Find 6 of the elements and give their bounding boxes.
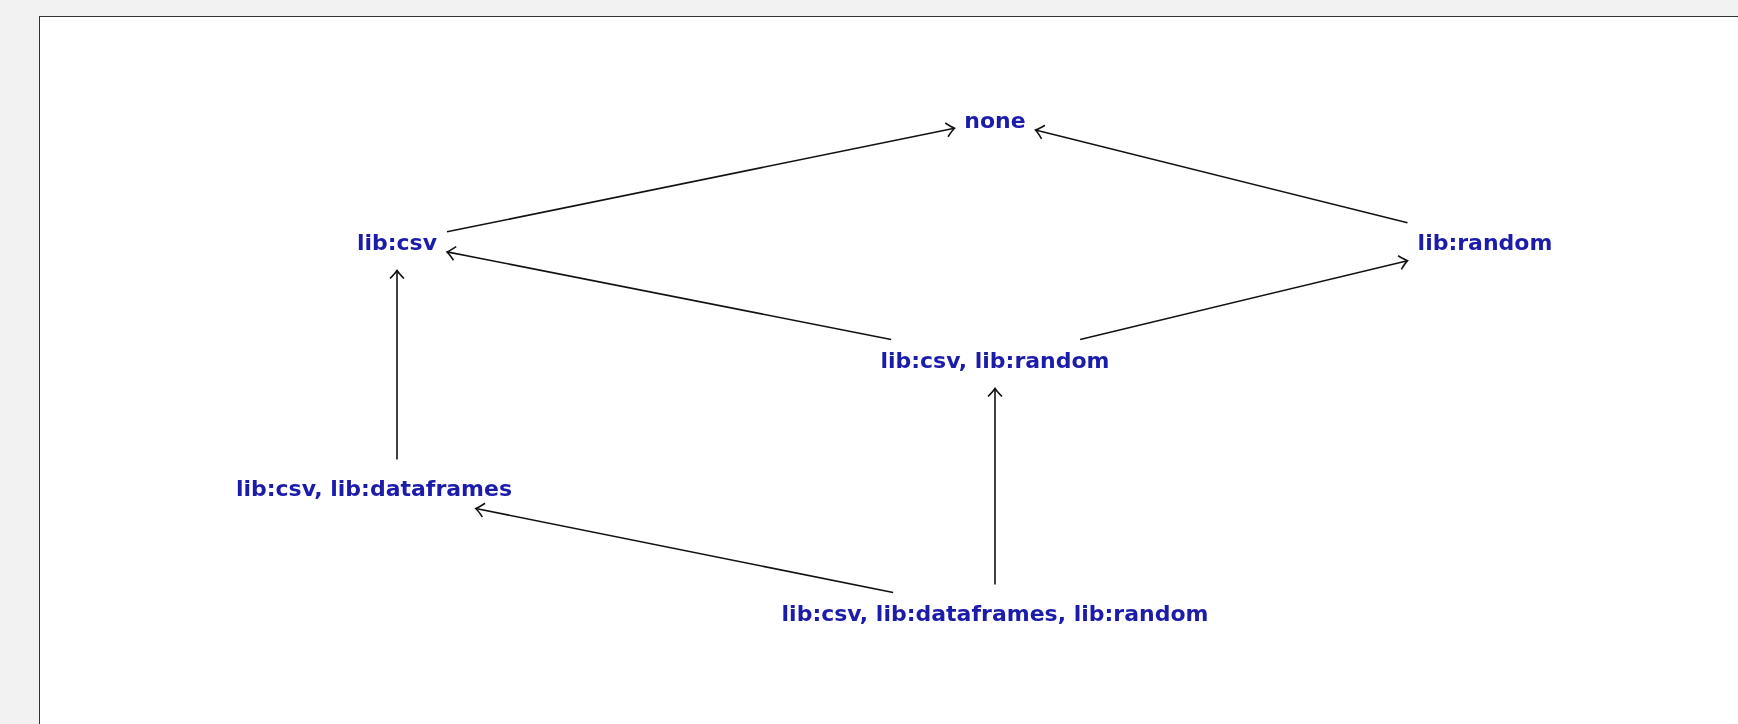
set-label: lib:csv (352, 227, 442, 257)
set-label: none (960, 105, 1030, 135)
set-label: lib:csv, lib:dataframes, lib:random (777, 598, 1213, 628)
set-label: lib:random (1413, 227, 1557, 257)
set-label: lib:csv, lib:random (876, 345, 1114, 375)
set-label: lib:csv, lib:dataframes (231, 473, 517, 503)
